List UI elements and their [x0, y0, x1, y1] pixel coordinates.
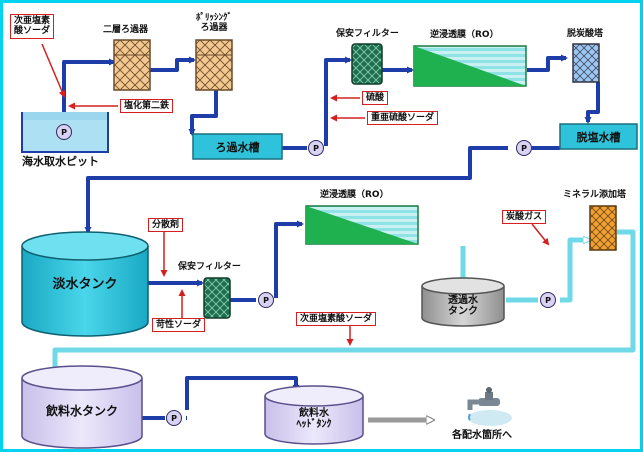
decarbonation-tower-unit	[572, 43, 600, 83]
polishing-filter-label: ﾎﾟﾘｯｼﾝｸﾞ ろ過器	[196, 13, 233, 33]
filtered-water-tank-box	[192, 133, 283, 160]
distribution-label: 各配水箇所へ	[452, 430, 512, 441]
mineral-tower-unit	[589, 205, 617, 251]
head-tank-label: 飲料水 ﾍｯﾄﾞﾀﾝｸ	[296, 407, 332, 431]
faucet-icon	[467, 387, 512, 426]
ferric-chloride-note: 塩化第二鉄	[120, 99, 174, 114]
safety-filter-mid	[203, 277, 231, 319]
desalinated-tank-box	[559, 123, 638, 150]
permeate-tank-label: 透過水 タンク	[448, 294, 478, 318]
dosing-arrows	[41, 43, 550, 346]
permeate-tank-shape	[421, 277, 505, 327]
treated-pipes	[55, 229, 636, 372]
mineral-tower-label: ミネラル添加塔	[563, 190, 627, 200]
main-pipes	[62, 54, 600, 420]
freshwater-tank-label: 淡水タンク	[52, 276, 118, 292]
decarbonation-label: 脱炭酸塔	[567, 29, 604, 39]
pump-icon: P	[516, 140, 532, 156]
safety-filter-top	[351, 43, 383, 85]
ro-membrane-top	[413, 45, 527, 87]
bisulfite-note: 重亜硫酸ソーダ	[367, 111, 439, 126]
drinking-tank-shape	[21, 365, 143, 449]
caustic-soda-note: 苛性ソーダ	[152, 318, 206, 333]
dual-media-filter	[113, 39, 151, 91]
hypochlorite-top-note: 次亜塩素 酸ソーダ	[10, 14, 55, 39]
seawater-pit-label: 海水取水ピット	[22, 155, 99, 168]
ro-mid-label: 逆浸透膜（RO）	[320, 190, 389, 200]
drinking-tank-label: 飲料水タンク	[45, 403, 118, 418]
pump-icon: P	[166, 410, 182, 426]
pump-icon: P	[258, 292, 274, 308]
filtered-water-tank-label: ろ過水槽	[215, 140, 260, 154]
ro-top-label: 逆浸透膜（RO）	[430, 30, 499, 40]
pump-icon: P	[540, 292, 556, 308]
safety-filter-top-label: 保安フィルター	[336, 29, 399, 39]
safety-filter-mid-label: 保安フィルター	[178, 262, 241, 272]
head-tank-shape	[264, 385, 364, 445]
polishing-filter	[195, 39, 233, 91]
ro-membrane-mid	[305, 205, 419, 245]
freshwater-tank-shape	[21, 231, 149, 337]
sulfuric-acid-note: 硫酸	[362, 91, 389, 106]
desalinated-tank-label: 脱塩水槽	[576, 130, 621, 144]
dispersant-note: 分散剤	[148, 218, 184, 233]
hypochlorite-mid-note: 次亜塩素酸ソーダ	[296, 312, 377, 327]
co2-gas-note: 炭酸ガス	[502, 210, 547, 225]
dual-filter-label: 二層ろ過器	[103, 25, 149, 35]
pump-icon: P	[308, 140, 324, 156]
pump-icon: P	[56, 124, 72, 140]
